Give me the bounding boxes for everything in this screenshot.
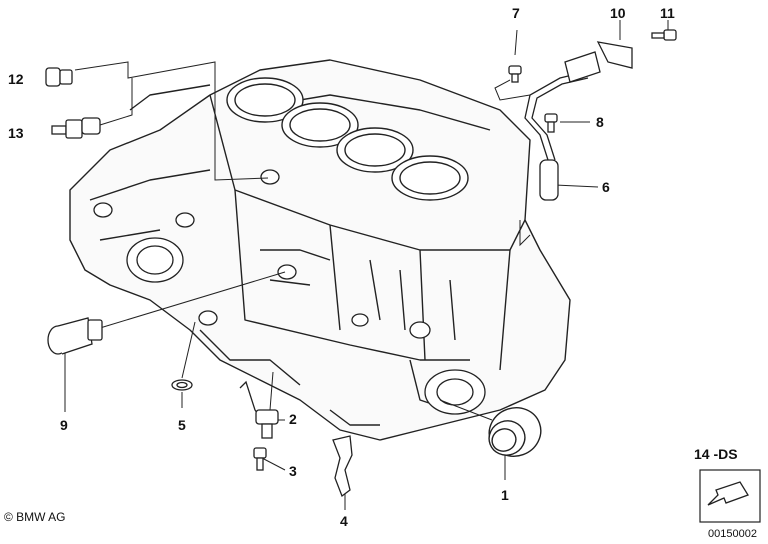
arrow-outline-icon xyxy=(699,469,761,523)
part-3-screw xyxy=(253,447,267,471)
engine-block xyxy=(69,59,571,441)
reference-tag: 14 -DS xyxy=(694,446,738,462)
callout-6: 6 xyxy=(602,179,610,195)
callout-5: 5 xyxy=(178,417,186,433)
callout-3: 3 xyxy=(289,463,297,479)
callout-1: 1 xyxy=(501,487,509,503)
callout-4: 4 xyxy=(340,513,348,529)
part-2-nozzle xyxy=(239,380,279,439)
part-8-screw xyxy=(544,113,558,133)
part-4-bracket xyxy=(332,435,353,498)
diagram-code: 00150002 xyxy=(708,528,757,540)
part-7-screw xyxy=(508,65,522,83)
part-6-10-pipe-assembly xyxy=(524,41,633,201)
callout-10: 10 xyxy=(610,5,626,21)
part-1-shaft-seal xyxy=(488,407,542,457)
callout-8: 8 xyxy=(596,114,604,130)
part-13-nipple xyxy=(51,117,101,139)
callout-12: 12 xyxy=(8,71,24,87)
callout-2: 2 xyxy=(289,411,297,427)
callout-13: 13 xyxy=(8,125,24,141)
part-12-plug xyxy=(45,67,73,87)
callout-11: 11 xyxy=(660,5,675,21)
block-ports xyxy=(93,169,486,415)
part-5-seal-ring xyxy=(171,379,193,391)
part-9-sensor xyxy=(47,317,103,355)
callout-7: 7 xyxy=(512,5,520,21)
copyright-notice: © BMW AG xyxy=(4,510,66,524)
cylinder-bores xyxy=(226,77,469,201)
part-11-screw xyxy=(651,29,677,41)
callout-9: 9 xyxy=(60,417,68,433)
